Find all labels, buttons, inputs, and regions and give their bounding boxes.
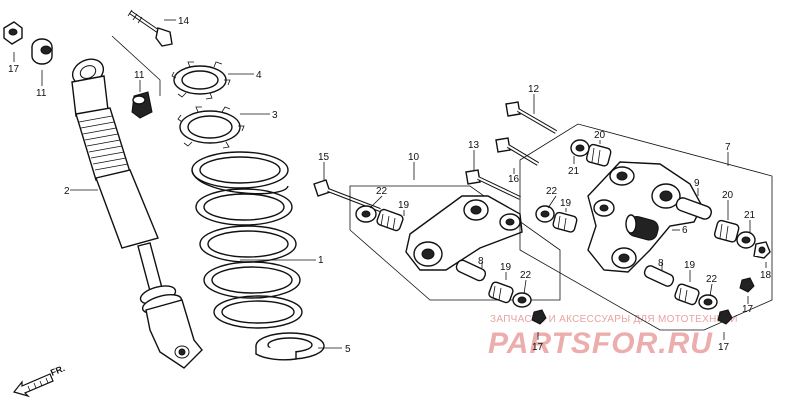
callout-21-a: 21 bbox=[568, 166, 580, 177]
shock-arm-10 bbox=[405, 195, 523, 271]
callout-22-c: 22 bbox=[546, 186, 558, 197]
callout-8-a: 8 bbox=[478, 256, 484, 267]
bolt-14 bbox=[127, 9, 173, 47]
collar-9 bbox=[675, 197, 712, 220]
callout-1: 1 bbox=[318, 255, 324, 266]
shock-link-7 bbox=[587, 161, 703, 273]
bearing-19-d bbox=[674, 283, 700, 306]
callout-3: 3 bbox=[272, 110, 278, 121]
callout-10: 10 bbox=[408, 152, 420, 163]
adjuster-nut-3 bbox=[177, 106, 245, 149]
collar-6 bbox=[625, 214, 659, 241]
coil-spring bbox=[191, 151, 303, 329]
washer-22-c bbox=[535, 205, 555, 223]
leader-lines bbox=[13, 19, 767, 349]
callout-19-d: 19 bbox=[684, 260, 696, 271]
watermark-logo: PARTSFOR.RU bbox=[488, 327, 713, 360]
callout-17-a: 17 bbox=[8, 64, 20, 75]
callout-19-b: 19 bbox=[500, 262, 512, 273]
bearing-20-b bbox=[713, 219, 740, 243]
washer-21-a bbox=[570, 139, 590, 157]
washer-22-a bbox=[355, 205, 377, 223]
collar-11-right bbox=[131, 91, 153, 119]
callout-9: 9 bbox=[694, 178, 700, 189]
nut-17-c bbox=[717, 309, 733, 325]
callout-11-a: 11 bbox=[36, 88, 47, 99]
callout-2: 2 bbox=[64, 186, 70, 197]
callout-19-c: 19 bbox=[560, 198, 572, 209]
shock-absorber bbox=[71, 58, 203, 369]
callout-22-a: 22 bbox=[376, 186, 388, 197]
callout-15: 15 bbox=[318, 152, 330, 163]
bolt-13 bbox=[465, 169, 521, 200]
collar-11-left bbox=[31, 38, 53, 65]
callout-22-d: 22 bbox=[706, 274, 718, 285]
callout-18: 18 bbox=[760, 270, 772, 281]
washer-22-d bbox=[698, 294, 718, 310]
callout-17-c: 17 bbox=[718, 342, 730, 353]
nut-17-top-left bbox=[3, 21, 23, 45]
bearing-20-a bbox=[585, 143, 612, 167]
front-direction-label: FR. bbox=[49, 363, 66, 378]
washer-21-b bbox=[736, 231, 756, 249]
bolt-15 bbox=[313, 179, 381, 212]
callout-20-a: 20 bbox=[594, 130, 606, 141]
nut-18 bbox=[753, 241, 771, 259]
bearing-19-b bbox=[488, 281, 514, 304]
callout-17-d: 17 bbox=[742, 304, 754, 315]
bolt-16 bbox=[495, 137, 540, 166]
bearing-19-c bbox=[552, 211, 578, 233]
callout-7: 7 bbox=[725, 142, 731, 153]
callout-17-b: 17 bbox=[532, 342, 544, 353]
bearing-19-a bbox=[376, 208, 404, 232]
nut-17-d bbox=[739, 277, 755, 293]
front-direction-arrow-icon bbox=[12, 373, 54, 398]
nut-17-b bbox=[531, 309, 547, 325]
callout-8-b: 8 bbox=[658, 258, 664, 269]
callout-11-b: 11 bbox=[134, 70, 145, 81]
callout-5: 5 bbox=[345, 344, 351, 355]
callout-4: 4 bbox=[256, 70, 262, 81]
callout-12: 12 bbox=[528, 84, 540, 95]
washer-22-b bbox=[512, 292, 532, 308]
callout-19-a: 19 bbox=[398, 200, 410, 211]
watermark-subtitle: ЗАПЧАСТИ И АКСЕССУАРЫ ДЛЯ МОТОТЕХНИКИ bbox=[490, 314, 738, 325]
callout-14: 14 bbox=[178, 16, 190, 27]
callout-6: 6 bbox=[682, 225, 688, 236]
callout-16: 16 bbox=[508, 174, 520, 185]
callout-13: 13 bbox=[468, 140, 480, 151]
collar-8-b bbox=[643, 265, 675, 287]
callout-22-b: 22 bbox=[520, 270, 532, 281]
collar-8-a bbox=[455, 259, 487, 282]
callout-20-b: 20 bbox=[722, 190, 734, 201]
bolt-12 bbox=[505, 101, 558, 134]
spring-seat-5 bbox=[255, 332, 325, 361]
callout-21-b: 21 bbox=[744, 210, 756, 221]
lock-nut-4 bbox=[171, 61, 231, 100]
